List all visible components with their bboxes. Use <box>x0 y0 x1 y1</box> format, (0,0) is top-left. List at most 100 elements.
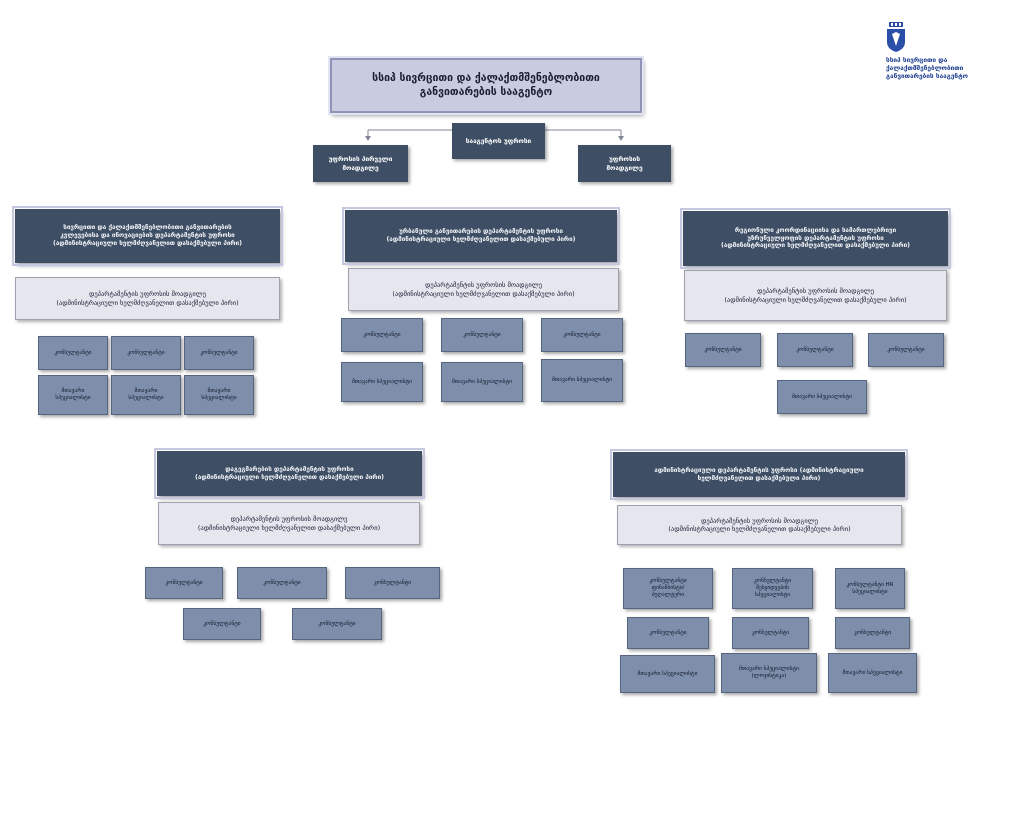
agency-head-box: სააგენტოს უფროსი <box>452 123 545 159</box>
dept4-head-line: დაგეგმარების დეპარტამენტის უფროსი <box>225 465 354 473</box>
consultant-label: კონსულტანტი <box>704 346 742 353</box>
consultant-label: კონსულტანტი <box>165 579 203 586</box>
dept3-head-line: (ადმინისტრაციული ხელმძღვანელით დასაქმებუ… <box>721 242 910 250</box>
procurement-line: კონსულტანტი <box>753 578 792 585</box>
deputy-box: უფროსის მოადგილე <box>578 145 671 182</box>
dept1-deputy-line: დეპარტამენტის უფროსის მოადგილე <box>89 290 206 299</box>
dept2-deputy-line: დეპარტამენტის უფროსის მოადგილე <box>425 281 542 290</box>
dept5-consultant-box: კონსულტანტი <box>732 617 809 649</box>
dept5-head-line: ადმინისტრაციული დეპარტამენტის უფროსი (ად… <box>654 466 864 474</box>
specialist-line: სპეციალისტი <box>55 395 91 401</box>
specialist-line: მთავარი <box>134 388 158 395</box>
consultant-label: კონსულტანტი <box>853 629 892 636</box>
consultant-label: კონსულტანტი <box>127 349 165 356</box>
dept4-head-line: (ადმინისტრაციული ხელმძღვანელით დასაქმებუ… <box>195 473 384 481</box>
dept3-consultant-box: კონსულტანტი <box>685 333 761 367</box>
dept3-deputy-box: დეპარტამენტის უფროსის მოადგილე (ადმინისტ… <box>684 270 947 321</box>
coat-of-arms-icon <box>887 22 905 52</box>
dept4-consultant-box: კონსულტანტი <box>183 608 261 640</box>
dept2-consultant-box: კონსულტანტი <box>541 318 623 352</box>
dept4-consultant-box: კონსულტანტი <box>345 567 440 599</box>
dept5-specialist-box: მთავარი სპეციალისტი <box>620 655 715 693</box>
dept3-deputy-line: დეპარტამენტის უფროსის მოადგილე <box>757 287 874 296</box>
consultant-label: კონსულტანტი <box>649 629 687 636</box>
dept1-consultant-box: კონსულტანტი <box>111 336 181 370</box>
dept4-deputy-line: დეპარტამენტის უფროსის მოადგილე <box>230 515 348 524</box>
dept3-consultant-box: კონსულტანტი <box>868 333 944 367</box>
specialist-label: მთავარი სპეციალისტი <box>842 669 903 676</box>
finance-line: ბუღალტერი <box>651 591 685 598</box>
logo-line: ქალაქთმშენებლობითი <box>886 63 964 72</box>
dept4-deputy-box: დეპარტამენტის უფროსის მოადგილე (ადმინისტ… <box>158 502 420 545</box>
dept2-head-line: (ადმინისტრაციული ხელმძღვანელით დასაქმებუ… <box>386 236 576 243</box>
consultant-label: კონსულტანტი <box>318 620 356 627</box>
specialist-label: მთავარი სპეციალისტი <box>637 670 698 677</box>
dept4-consultant-box: კონსულტანტი <box>292 608 382 640</box>
agency-title-box: სსიპ სივრცითი და ქალაქთმშენებლობითი განვ… <box>330 58 642 113</box>
dept1-consultant-box: კონსულტანტი <box>184 336 254 370</box>
specialist-label: მთავარი სპეციალისტი <box>352 378 412 385</box>
dept4-head-box: დაგეგმარების დეპარტამენტის უფროსი (ადმინ… <box>154 448 425 499</box>
consultant-label: კონსულტანტი <box>263 579 301 586</box>
first-deputy-line: მოადგილე <box>342 163 379 172</box>
agency-logo-text: სსიპ სივრცითი და ქალაქთმშენებლობითი განვ… <box>886 56 1011 80</box>
consultant-label: კონსულტანტი <box>796 346 834 353</box>
dept3-specialist-box: მთავარი სპეციალისტი <box>777 380 867 414</box>
dept3-consultant-box: კონსულტანტი <box>777 333 853 367</box>
agency-title-line: განვითარების სააგენტო <box>419 85 553 98</box>
dept4-consultant-box: კონსულტანტი <box>145 567 223 599</box>
dept1-head-line: სივრცითი და ქალაქთმშენებლობითი განვითარე… <box>63 224 232 232</box>
dept2-specialist-box: მთავარი სპეციალისტი <box>541 359 623 402</box>
dept3-head-line: რეგიონული კოორდინაციისა და სამართლებრივი <box>734 226 897 234</box>
procurement-line: სპეციალისტი <box>754 591 791 598</box>
dept5-deputy-line: დეპარტამენტის უფროსის მოადგილე <box>701 516 818 525</box>
specialist-line: სპეციალისტი <box>201 395 237 401</box>
dept2-specialist-box: მთავარი სპეციალისტი <box>441 362 523 402</box>
hr-line: კონსულტანტი HR <box>846 581 894 588</box>
consultant-label: კონსულტანტი <box>463 331 501 338</box>
specialist-line: მთავარი <box>61 388 85 395</box>
dept2-specialist-box: მთავარი სპეციალისტი <box>341 362 423 402</box>
dept2-deputy-line: (ადმინისტრაციული ხელმძღვანელით დასაქმებუ… <box>392 289 575 298</box>
dept1-deputy-line: (ადმინისტრაციული ხელმძღვანელით დასაქმებუ… <box>56 298 239 307</box>
agency-title-line: სსიპ სივრცითი და ქალაქთმშენებლობითი <box>372 72 600 85</box>
logo-line: განვითარების სააგენტო <box>886 71 968 80</box>
first-deputy-line: უფროსის პირველი <box>328 155 393 164</box>
dept1-head-line: (ადმინისტრაციული ხელმძღვანელით დასაქმებუ… <box>53 239 242 247</box>
consultant-label: კონსულტანტი <box>203 620 241 627</box>
logo-line: სსიპ სივრცითი და <box>886 56 948 64</box>
dept2-consultant-box: კონსულტანტი <box>341 318 423 352</box>
dept5-head-line: ხელმძღვანელით დასაქმებული პირი) <box>697 474 821 482</box>
dept5-deputy-box: დეპარტამენტის უფროსის მოადგილე (ადმინისტ… <box>617 505 902 545</box>
dept1-consultant-box: კონსულტანტი <box>38 336 108 370</box>
finance-line: კონსულტანტი <box>649 578 687 585</box>
dept1-head-line: კვლევებისა და ინოვაციების დეპარტამენტის … <box>60 232 235 240</box>
logistics-line: მთავარი სპეციალისტი <box>739 666 799 673</box>
dept5-consultant-box: კონსულტანტი <box>627 617 709 649</box>
dept4-deputy-line: (ადმინისტრაციული ხელმძღვანელით დასაქმებუ… <box>197 523 381 532</box>
dept3-head-box: რეგიონული კოორდინაციისა და სამართლებრივი… <box>680 208 951 269</box>
dept2-head-line: ურბანული განვითარების დეპარტამენტის უფრო… <box>399 228 563 236</box>
first-deputy-box: უფროსის პირველი მოადგილე <box>313 145 408 182</box>
specialist-label: მთავარი სპეციალისტი <box>452 378 512 385</box>
dept3-head-line: უზრუნველყოფის დეპარტამენტის უფროსი <box>747 234 884 242</box>
dept5-specialist-logistics-box: მთავარი სპეციალისტი(ლოჯისტიკა) <box>721 653 817 693</box>
consultant-label: კონსულტანტი <box>373 579 412 586</box>
consultant-label: კონსულტანტი <box>54 349 92 356</box>
specialist-label: მთავარი სპეციალისტი <box>792 393 852 400</box>
dept2-deputy-box: დეპარტამენტის უფროსის მოადგილე (ადმინისტ… <box>348 268 619 311</box>
logistics-line: (ლოჯისტიკა) <box>751 673 787 679</box>
deputy-line: უფროსის <box>608 155 641 164</box>
consultant-label: კონსულტანტი <box>887 346 925 353</box>
specialist-label: მთავარი სპეციალისტი <box>552 377 612 384</box>
dept5-head-box: ადმინისტრაციული დეპარტამენტის უფროსი (ად… <box>610 449 908 500</box>
finance-line: ფინანსისტი/ <box>651 585 685 592</box>
agency-head-label: სააგენტოს უფროსი <box>465 136 532 145</box>
dept5-consultant-box: კონსულტანტი <box>835 617 910 649</box>
consultant-label: კონსულტანტი <box>751 629 790 636</box>
